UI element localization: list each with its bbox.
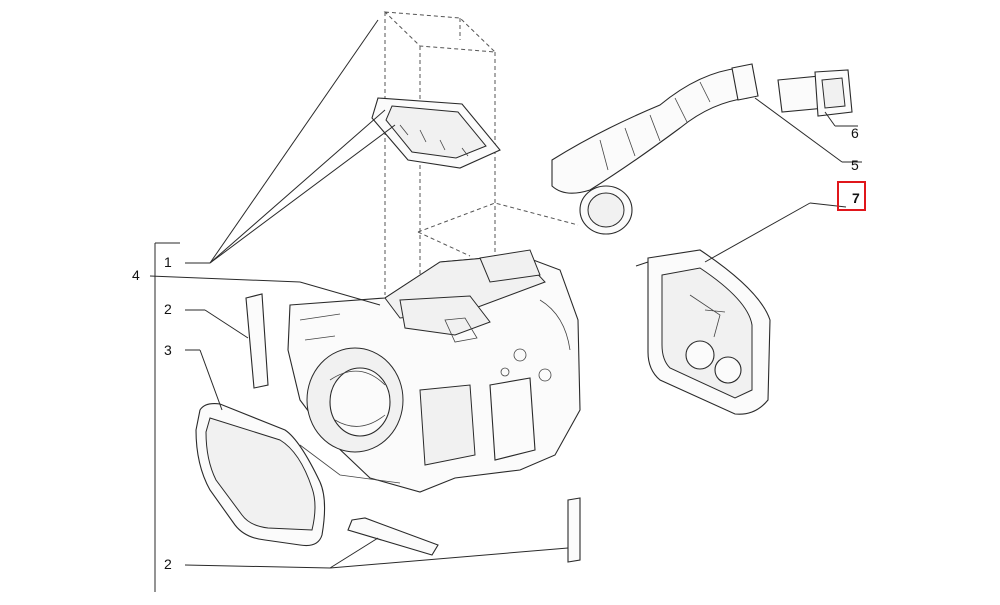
part-6-duct-adaptor — [777, 69, 853, 117]
part-3-seal-ring — [195, 403, 326, 547]
part-5-flexible-hose — [551, 63, 759, 235]
callout-3: 3 — [164, 342, 172, 358]
callout-4: 4 — [132, 267, 140, 283]
callout-7-highlight-box — [837, 181, 866, 211]
callout-labels: 1 4 2 3 2 6 5 7 — [132, 125, 866, 572]
callout-2-upper: 2 — [164, 301, 172, 317]
hvac-housing — [287, 249, 581, 493]
leader-lines — [149, 19, 862, 569]
callout-2-lower: 2 — [164, 556, 172, 572]
callout-5: 5 — [851, 157, 859, 173]
callout-bracket — [154, 242, 180, 592]
callout-7: 7 — [852, 190, 860, 206]
callout-1: 1 — [164, 254, 172, 270]
part-2-seals — [245, 293, 581, 563]
callout-6: 6 — [851, 125, 859, 141]
part-7-gasket-frame — [635, 249, 771, 415]
part-1-air-duct — [371, 11, 501, 300]
